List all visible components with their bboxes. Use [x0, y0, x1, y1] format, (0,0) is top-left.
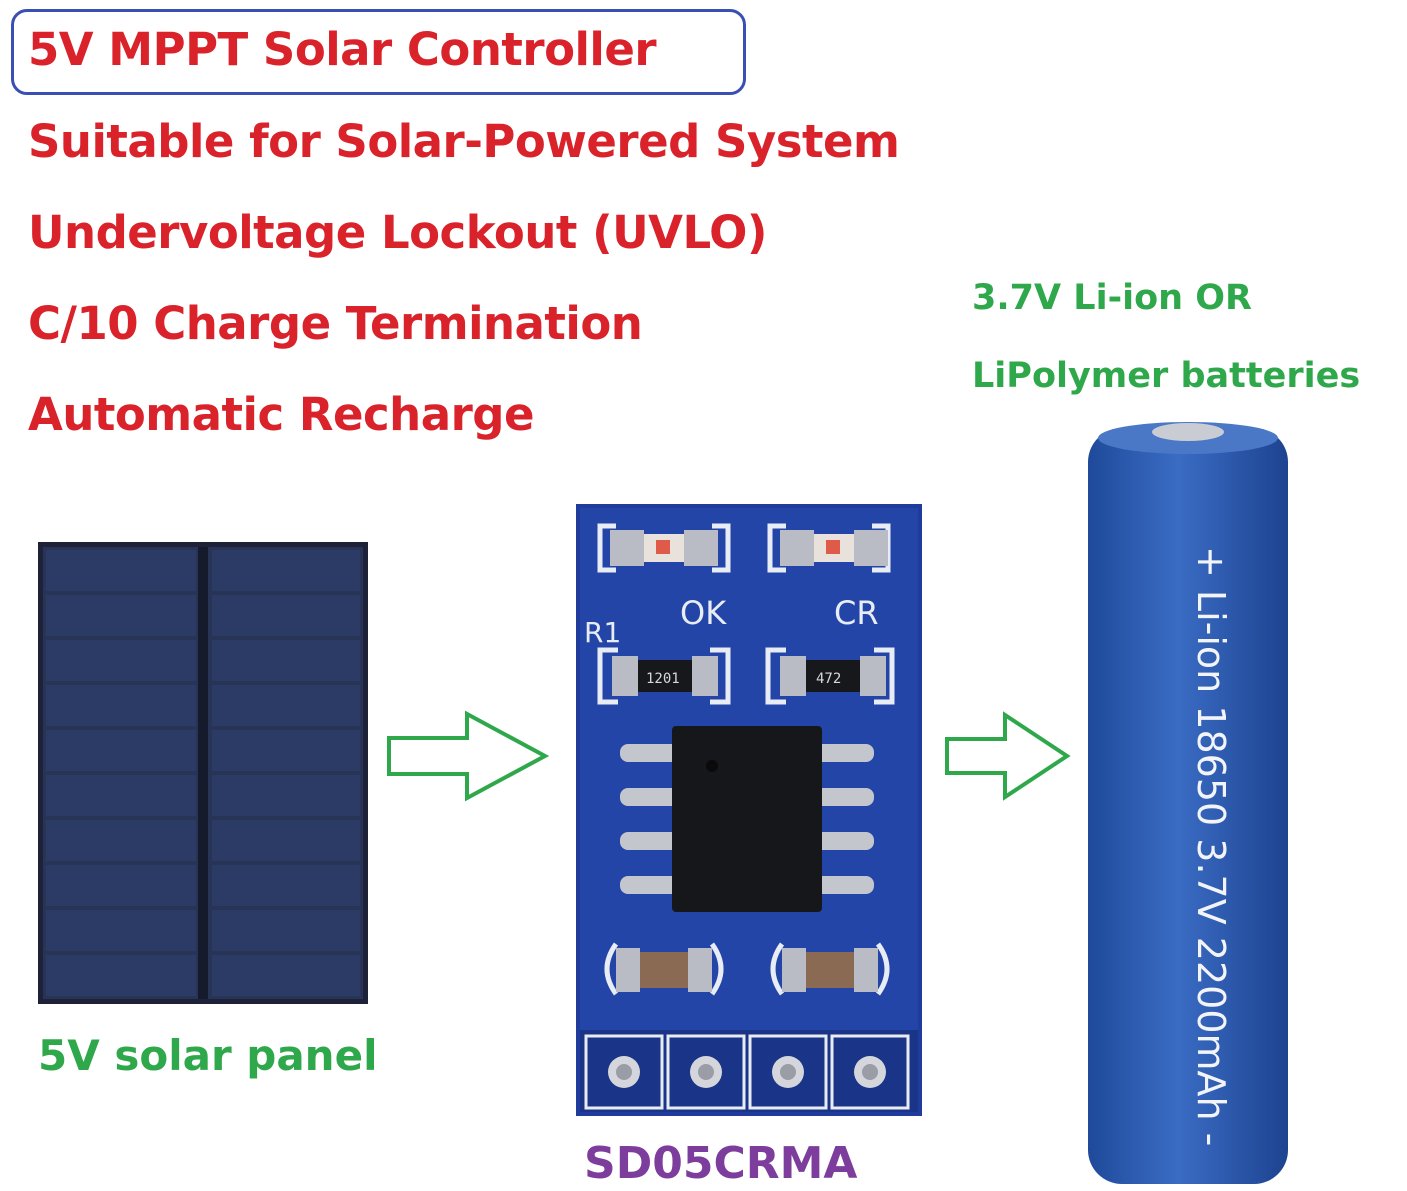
solar-cell	[46, 955, 196, 996]
solar-cell	[212, 640, 360, 681]
battery-caption-line2: LiPolymer batteries	[972, 356, 1361, 396]
led-label-ok: OK	[680, 594, 727, 632]
resistor1-code: 1201	[646, 671, 680, 687]
solar-cell	[46, 820, 196, 861]
solar-panel-image	[38, 542, 368, 1004]
solar-cell	[46, 685, 196, 726]
feature-item: C/10 Charge Termination	[28, 297, 643, 350]
solar-cell	[212, 910, 360, 951]
solar-cell	[212, 865, 360, 906]
solar-panel-label: 5V solar panel	[38, 1031, 378, 1080]
solar-cell	[46, 775, 196, 816]
solar-cell	[212, 595, 360, 636]
solar-cell	[212, 955, 360, 996]
feature-item: Suitable for Solar-Powered System	[28, 115, 900, 168]
battery-caption-line1: 3.7V Li-ion OR	[972, 278, 1252, 318]
module-label: SD05CRMA	[584, 1138, 858, 1189]
solar-cell	[46, 595, 196, 636]
battery-print-text: + Li-ion 18650 3.7V 2200mAh -	[1189, 546, 1233, 1146]
solar-cell	[46, 640, 196, 681]
solar-cell	[46, 730, 196, 771]
solar-cell	[46, 550, 196, 591]
sd05crma-module-image: OK CR R1 1201 472	[576, 504, 922, 1116]
solar-cell	[46, 865, 196, 906]
battery-image: + Li-ion 18650 3.7V 2200mAh -	[1088, 422, 1288, 1184]
solar-cell	[212, 685, 360, 726]
feature-item: Undervoltage Lockout (UVLO)	[28, 206, 767, 259]
solar-cell	[212, 730, 360, 771]
solar-cell	[46, 910, 196, 951]
arrow-right-icon	[945, 711, 1071, 801]
led-label-cr: CR	[834, 594, 879, 632]
feature-title: 5V MPPT Solar Controller	[28, 23, 657, 76]
resistor2-code: 472	[816, 671, 841, 687]
solar-cell	[212, 820, 360, 861]
solar-cell	[212, 550, 360, 591]
resistor-ref-label: R1	[584, 616, 621, 649]
solar-cell	[212, 775, 360, 816]
feature-item: Automatic Recharge	[28, 388, 535, 441]
title-outline	[11, 9, 746, 95]
arrow-right-icon	[387, 710, 550, 802]
